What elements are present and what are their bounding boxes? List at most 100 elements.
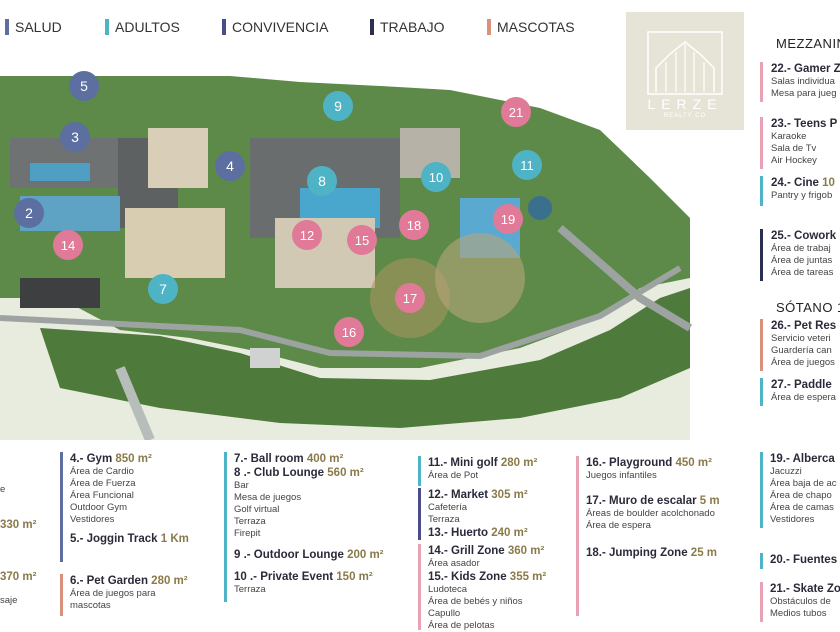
amenity-27: 27.- Paddle Área de espera [760, 378, 836, 406]
marker-16[interactable]: 16 [334, 317, 364, 347]
amenity-line: Air Hockey [771, 155, 817, 166]
amenity-title: 20.- Fuentes [770, 554, 838, 566]
amenity-line: Medios tubos [770, 608, 827, 619]
amenity-line: Mesa para jueg [771, 88, 837, 99]
marker-number: 4 [226, 158, 234, 174]
amenity-size: 10 [822, 177, 835, 189]
amenity-size: 200 m² [347, 549, 384, 561]
amenity-line: Vestidores [770, 514, 815, 525]
legend-swatch [222, 19, 226, 35]
legend-adultos: ADULTOS [105, 18, 180, 36]
marker-number: 12 [300, 228, 314, 243]
marker-7[interactable]: 7 [148, 274, 178, 304]
amenity-title: 21.- Skate Zo [770, 583, 840, 595]
amenity-line: Juegos infantiles [586, 470, 657, 481]
amenity-line: Vestidores [70, 514, 115, 525]
amenity-line: Área de juntas [771, 255, 833, 266]
clipped-text: e [0, 484, 6, 495]
amenity-group-fuentes: 20.- Fuentes [760, 553, 837, 569]
legend-swatch [487, 19, 491, 35]
marker-8[interactable]: 8 [307, 166, 337, 196]
legend-trabajo: TRABAJO [370, 18, 445, 36]
clipped-text: saje [0, 595, 18, 606]
amenity-line: Golf virtual [234, 504, 280, 515]
legend-swatch [5, 19, 9, 35]
amenity-size: 150 m² [336, 571, 373, 583]
marker-number: 15 [355, 233, 369, 248]
amenity-line: Firepit [234, 528, 261, 539]
amenity-26: 26.- Pet Res Servicio veteri Guardería c… [760, 319, 836, 371]
legend-label: MASCOTAS [497, 19, 575, 35]
amenity-title: 4.- Gym [70, 453, 116, 465]
amenity-25: 25.- Cowork Área de trabaj Área de junta… [760, 229, 836, 281]
marker-11[interactable]: 11 [512, 150, 542, 180]
amenity-title: 6.- Pet Garden [70, 575, 152, 587]
building-logo-icon [647, 31, 723, 95]
marker-15[interactable]: 15 [347, 225, 377, 255]
amenity-line: Terraza [234, 516, 266, 527]
legend-swatch [370, 19, 374, 35]
marker-number: 7 [159, 281, 167, 297]
amenity-group-playground: 16.- Playground 450 m² Juegos infantiles… [576, 456, 720, 616]
amenity-title: 17.- Muro de escalar [586, 495, 700, 507]
section-mezzanine: MEZZANIN [776, 36, 840, 51]
marker-number: 16 [342, 325, 356, 340]
marker-number: 8 [318, 173, 326, 189]
marker-number: 2 [25, 205, 33, 221]
amenity-line: Área de pelotas [428, 620, 495, 631]
amenity-line: Guardería can [771, 345, 832, 356]
marker-18[interactable]: 18 [399, 210, 429, 240]
amenity-line: Área de tareas [771, 267, 834, 278]
amenity-size: 240 m² [491, 527, 528, 539]
amenity-title: 26.- Pet Res [771, 320, 837, 332]
marker-12[interactable]: 12 [292, 220, 322, 250]
amenity-size: 305 m² [491, 489, 528, 501]
amenity-title: 25.- Cowork [771, 230, 837, 242]
marker-9[interactable]: 9 [323, 91, 353, 121]
amenity-size: 400 m² [306, 453, 344, 465]
amenity-line: Área de juegos para [70, 588, 156, 599]
amenity-size: 560 m² [327, 467, 364, 479]
amenity-line: Área de chapo [770, 490, 832, 501]
legend-label: ADULTOS [115, 19, 180, 35]
amenity-group-minigolf: 11.- Mini golf 280 m² Área de Pot [418, 456, 537, 486]
amenity-line: Área de trabaj [771, 243, 831, 254]
amenity-line: Servicio veteri [771, 333, 831, 344]
section-sotano: SÓTANO 1 [776, 300, 840, 315]
legend-mascotas: MASCOTAS [487, 18, 575, 36]
amenity-line: Mesa de juegos [234, 492, 302, 503]
marker-21[interactable]: 21 [501, 97, 531, 127]
amenity-title: 27.- Paddle [771, 379, 832, 391]
amenity-24: 24.- Cine 10 Pantry y frigob [760, 176, 835, 206]
amenity-line: Área de Cardio [70, 466, 134, 477]
marker-4[interactable]: 4 [215, 151, 245, 181]
legend-label: SALUD [15, 19, 62, 35]
amenity-line: Bar [234, 480, 249, 491]
marker-number: 3 [71, 129, 79, 145]
amenity-size: 280 m² [151, 575, 188, 587]
legend-salud: SALUD [5, 18, 62, 36]
amenity-line: Ludoteca [428, 584, 468, 595]
amenity-line: Área de Fuerza [70, 478, 136, 489]
marker-5[interactable]: 5 [69, 71, 99, 101]
marker-2[interactable]: 2 [14, 198, 44, 228]
clipped-size: 370 m² [0, 571, 37, 583]
amenity-title: 18.- Jumping Zone [586, 547, 691, 559]
marker-14[interactable]: 14 [53, 230, 83, 260]
marker-17[interactable]: 17 [395, 283, 425, 313]
amenity-title: 13.- Huerto [428, 527, 492, 539]
amenity-title: 11.- Mini golf [428, 457, 501, 469]
amenity-line: Área asador [428, 558, 480, 569]
amenity-line: Outdoor Gym [70, 502, 128, 513]
amenity-title: 22.- Gamer Z [771, 63, 840, 75]
amenity-line: Área de bebés y niños [428, 596, 523, 607]
marker-3[interactable]: 3 [60, 122, 90, 152]
amenity-title: 5.- Joggin Track [70, 533, 161, 545]
amenity-size: 450 m² [675, 457, 712, 469]
clipped-size: 330 m² [0, 519, 37, 531]
marker-number: 19 [501, 212, 515, 227]
logo-wordmark: LERZE [647, 96, 723, 112]
marker-10[interactable]: 10 [421, 162, 451, 192]
amenity-line: Jacuzzi [770, 466, 802, 477]
marker-19[interactable]: 19 [493, 204, 523, 234]
